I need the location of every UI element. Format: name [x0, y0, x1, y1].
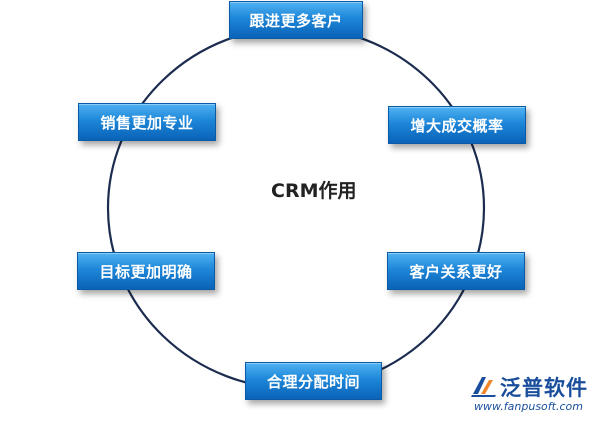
watermark-logo: 泛普软件 www.fanpusoft.com [470, 372, 594, 416]
watermark-brand-name: 泛普软件 [500, 376, 588, 400]
watermark-url: www.fanpusoft.com [474, 400, 583, 413]
fanpu-logo-icon [471, 377, 496, 397]
node-reasonable-time-allocation: 合理分配时间 [245, 362, 382, 400]
node-higher-close-rate: 增大成交概率 [388, 106, 526, 144]
node-follow-more-customers: 跟进更多客户 [229, 1, 363, 39]
center-title: CRM作用 [271, 180, 357, 202]
node-clearer-goals: 目标更加明确 [77, 252, 215, 290]
node-more-professional-sales: 销售更加专业 [78, 103, 216, 141]
node-better-customer-relations: 客户关系更好 [387, 252, 525, 290]
